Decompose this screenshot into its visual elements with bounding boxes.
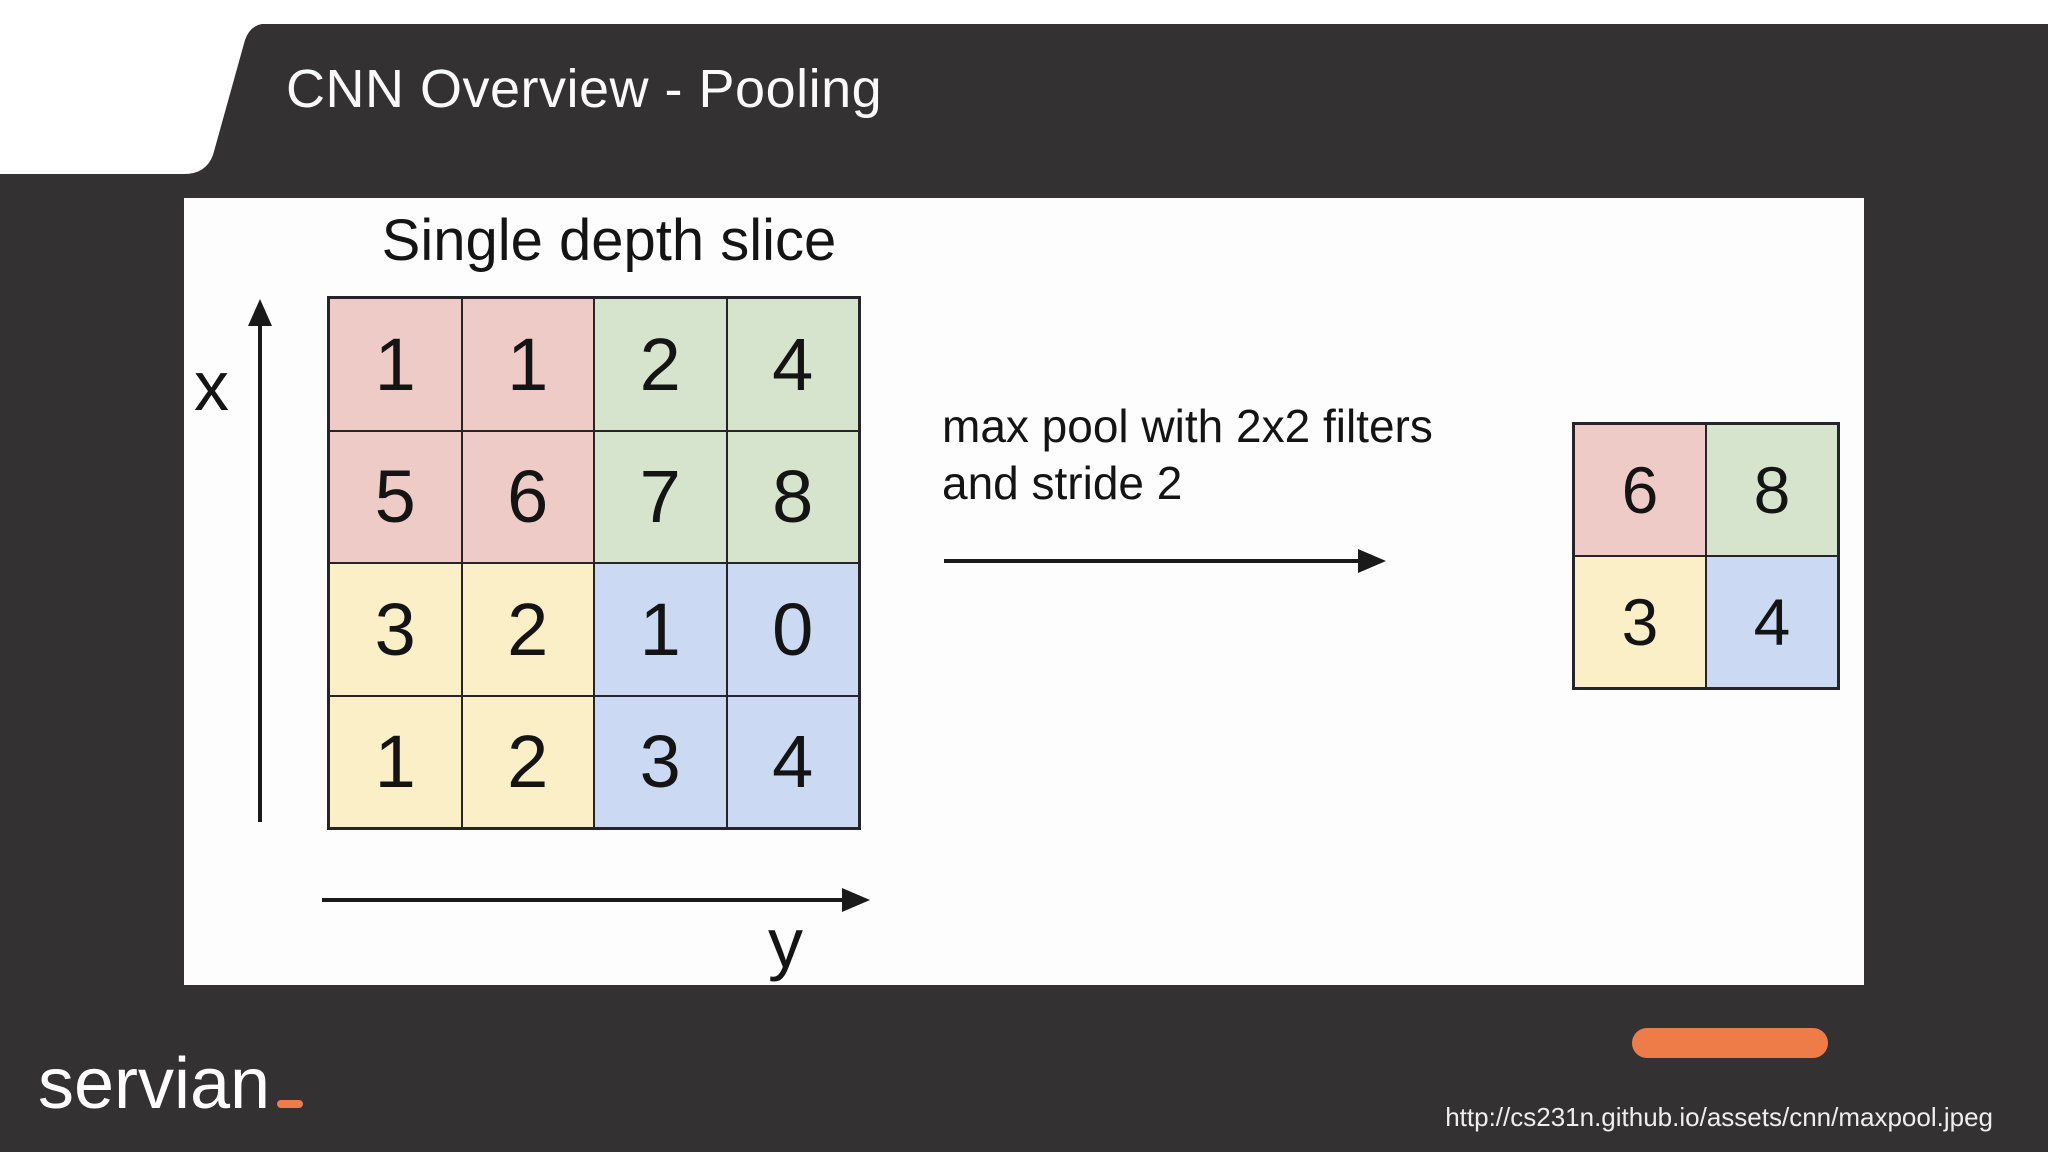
grid-cell: 8 — [727, 431, 858, 562]
grid-cell: 5 — [330, 431, 461, 562]
grid-cell: 3 — [330, 564, 461, 695]
grid-cell: 1 — [462, 299, 593, 430]
grid-cell: 1 — [330, 299, 461, 430]
source-url: http://cs231n.github.io/assets/cnn/maxpo… — [1445, 1102, 1993, 1132]
grid-cell: 6 — [1575, 425, 1705, 555]
grid-cell: 4 — [1707, 557, 1837, 687]
grid-cell: 1 — [330, 696, 461, 827]
operation-text-line1: max pool with 2x2 filters — [942, 400, 1433, 452]
grid-cell: 4 — [727, 696, 858, 827]
x-axis-arrow — [258, 325, 262, 822]
grid-cell: 3 — [1575, 557, 1705, 687]
operation-arrowhead-icon — [1358, 549, 1386, 573]
grid-cell: 6 — [462, 431, 593, 562]
x-axis-label: x — [194, 347, 229, 425]
y-axis-arrowhead-icon — [842, 888, 870, 912]
grid-cell: 0 — [727, 564, 858, 695]
grid-cell: 2 — [595, 299, 726, 430]
accent-bar — [1632, 1028, 1828, 1058]
grid-cell: 8 — [1707, 425, 1837, 555]
slide-title: CNN Overview - Pooling — [286, 59, 883, 119]
operation-arrow — [944, 559, 1362, 563]
header-notch-shape — [0, 24, 262, 174]
logo-underscore — [277, 1100, 304, 1108]
grid-cell: 2 — [462, 696, 593, 827]
figure-title: Single depth slice — [381, 208, 837, 273]
y-axis-label: y — [768, 904, 803, 982]
operation-text: max pool with 2x2 filters and stride 2 — [942, 398, 1433, 512]
grid-cell: 7 — [595, 431, 726, 562]
operation-text-line2: and stride 2 — [942, 457, 1183, 509]
grid-cell: 3 — [595, 696, 726, 827]
logo-text: servian — [38, 1044, 271, 1124]
grid-cell: 4 — [727, 299, 858, 430]
grid-cell: 2 — [462, 564, 593, 695]
logo: servian — [38, 1048, 304, 1120]
grid-cell: 1 — [595, 564, 726, 695]
x-axis-arrowhead-icon — [248, 299, 272, 326]
y-axis-arrow — [322, 898, 846, 902]
